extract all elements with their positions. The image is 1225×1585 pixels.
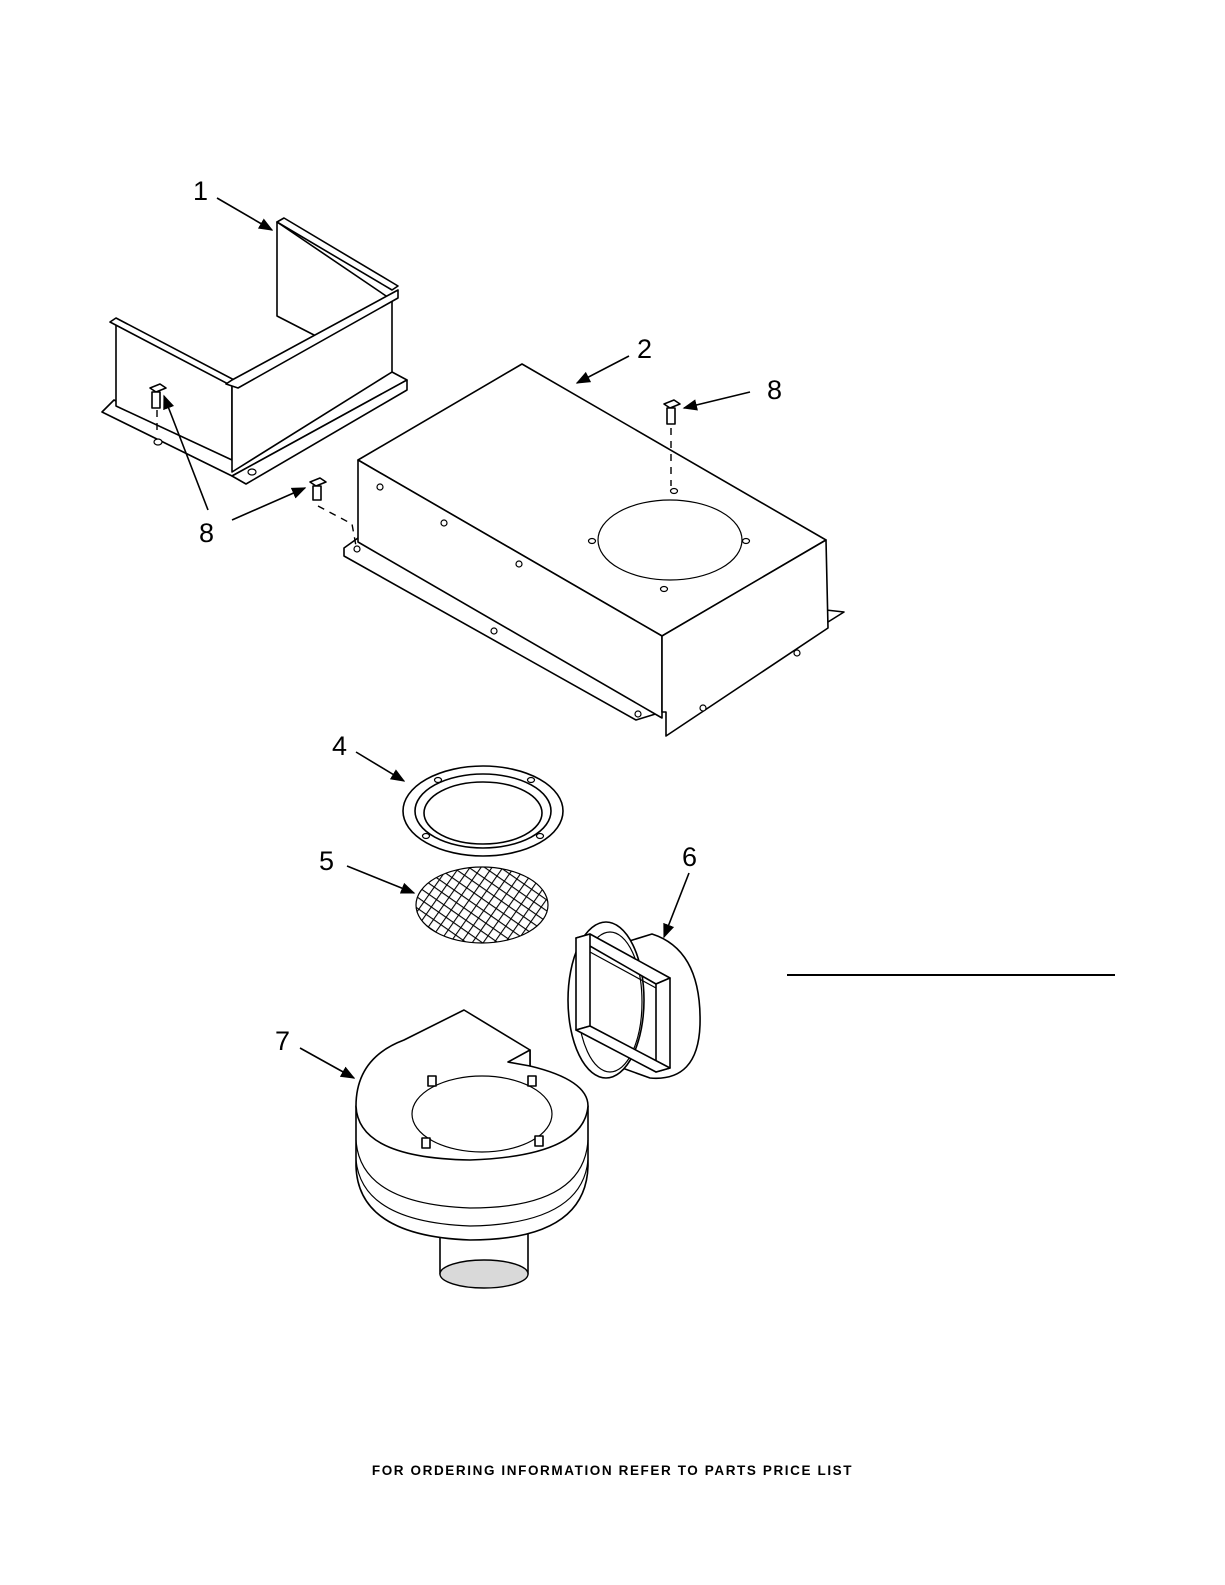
leader-line-8b [232,488,305,520]
leader-line-1 [217,198,272,230]
part-4-ring [403,766,563,856]
part-5-mesh-screen [416,867,548,943]
callout-7: 7 [275,1026,290,1056]
footer-ordering-note: FOR ORDERING INFORMATION REFER TO PARTS … [0,1463,1225,1478]
leader-line-4 [356,752,404,781]
callout-6: 6 [682,842,697,872]
screw-icon [310,478,326,500]
part-1-duct-channel [102,218,407,484]
stud-icon [528,1076,536,1086]
leader-line-7 [300,1048,354,1078]
stud-icon [535,1136,543,1146]
stud-icon [428,1076,436,1086]
part-6-transition-adapter [568,922,700,1078]
stud-icon [422,1138,430,1148]
callout-5: 5 [319,846,334,876]
callout-1: 1 [193,176,208,206]
callout-2: 2 [637,334,652,364]
leader-line-5 [347,866,414,893]
part-2-blower-housing [310,364,844,736]
leader-line-6 [664,873,689,937]
callout-8-right: 8 [767,375,782,405]
leader-line-2 [577,356,629,383]
callout-4: 4 [332,731,347,761]
screw-icon [664,400,680,424]
callout-8-left: 8 [199,518,214,548]
leader-line-8a [684,392,750,408]
part-7-blower-motor [356,1010,588,1288]
